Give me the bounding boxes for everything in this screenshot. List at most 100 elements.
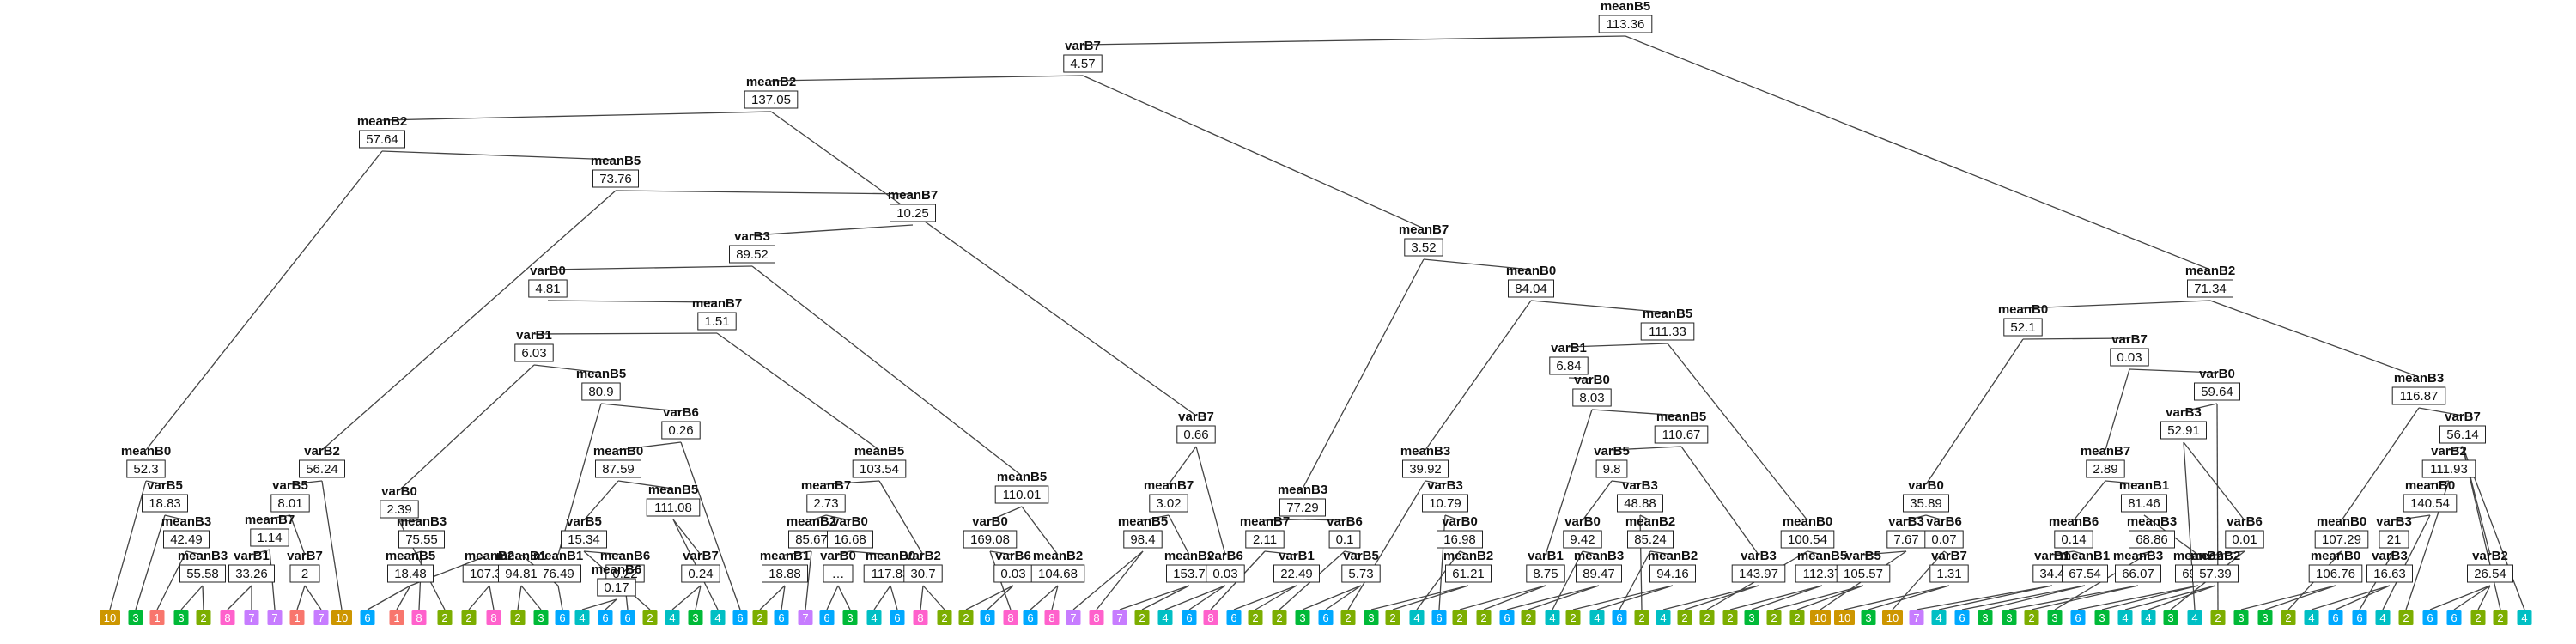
split-value-box — [2467, 564, 2513, 583]
leaf-box — [1861, 610, 1876, 625]
tree-edge — [1667, 343, 1808, 521]
split-threshold: 107.29 — [2322, 532, 2361, 547]
tree-edge — [583, 550, 626, 556]
leaf-class-label: 4 — [579, 611, 585, 624]
leaf-box — [2375, 610, 2391, 625]
tree-edge — [716, 332, 880, 451]
leaf-box — [486, 610, 501, 625]
split-variable: varB1 — [234, 549, 270, 563]
split-threshold: 3.52 — [1411, 240, 1436, 255]
split-node: varB0… — [820, 549, 856, 583]
leaf-node: 2 — [1634, 610, 1649, 625]
tree-edge — [2209, 300, 2420, 378]
leaf-class-label: 2 — [1456, 611, 1462, 624]
leaf-class-label: 6 — [984, 611, 990, 624]
leaf-class-label: 6 — [559, 611, 565, 624]
leaf-edge — [135, 514, 166, 611]
leaf-class-label: 4 — [2521, 611, 2527, 624]
split-value-box — [1617, 494, 1663, 513]
leaf-class-label: 2 — [1727, 611, 1733, 624]
split-value-box — [2225, 530, 2264, 549]
split-value-box — [2421, 459, 2476, 478]
leaf-node: 4 — [2375, 610, 2391, 625]
split-threshold: 137.05 — [751, 93, 791, 107]
leaf-class-label: 7 — [1116, 611, 1122, 624]
split-value-box — [2439, 425, 2486, 444]
split-variable: varB2 — [304, 444, 340, 459]
split-threshold: 89.47 — [1583, 567, 1615, 581]
leaf-box — [313, 610, 329, 625]
split-value-box — [890, 204, 936, 222]
split-variable: meanB7 — [245, 513, 295, 527]
split-variable: meanB6 — [600, 549, 650, 563]
split-variable: meanB2 — [746, 75, 796, 89]
leaf-node: 3 — [2094, 610, 2110, 625]
leaf-class-label: 6 — [1186, 611, 1192, 624]
leaf-edge — [1096, 550, 1144, 611]
split-threshold: 81.46 — [2128, 496, 2160, 511]
split-value-box — [1445, 564, 1492, 583]
split-variable: varB3 — [1427, 478, 1463, 493]
split-value-box — [2314, 530, 2369, 549]
split-variable: meanB3 — [1400, 444, 1450, 459]
split-threshold: 0.22 — [612, 567, 637, 581]
leaf-class-label: 8 — [1093, 611, 1099, 624]
leaf-class-label: 7 — [1070, 611, 1076, 624]
split-value-box — [299, 459, 345, 478]
split-node: meanB6 0.22 — [600, 549, 650, 583]
split-threshold: 57.39 — [2199, 567, 2232, 581]
leaf-node: 10 — [1834, 610, 1855, 625]
leaf-node: 3 — [173, 610, 189, 625]
leaf-node: 2 — [1677, 610, 1692, 625]
leaf-class-label: 7 — [271, 611, 277, 624]
split-value-box — [1549, 356, 1589, 375]
leaf-node: 7 — [1066, 610, 1081, 625]
split-variable: meanB0 — [1998, 302, 2048, 317]
split-value-box — [2121, 494, 2167, 513]
split-value-box — [806, 494, 846, 513]
leaf-box — [1909, 610, 1924, 625]
split-variable: meanB2 — [465, 549, 514, 563]
leaf-edge — [581, 598, 617, 611]
leaf-class-label: 2 — [2285, 611, 2291, 624]
leaf-node: 6 — [2070, 610, 2086, 625]
leaf-box — [2446, 610, 2462, 625]
leaf-box — [1656, 610, 1671, 625]
leaf-edge — [520, 585, 542, 611]
split-variable: varB5 — [1594, 444, 1630, 459]
tree-edge — [1591, 409, 1682, 416]
split-variable: meanB3 — [1278, 483, 1327, 497]
split-value-box — [1731, 564, 1786, 583]
leaf-class-label: 2 — [941, 611, 947, 624]
tree-edge — [1425, 480, 1446, 485]
split-value-box — [823, 564, 854, 583]
split-variable: meanB0 — [866, 549, 915, 563]
leaf-class-label: 3 — [178, 611, 184, 624]
split-threshold: 85.24 — [1634, 532, 1667, 547]
split-value-box — [2003, 318, 2043, 337]
leaf-edge — [1072, 550, 1144, 611]
split-threshold: 75.55 — [405, 532, 438, 547]
split-threshold: 57.64 — [366, 132, 398, 147]
split-value-box — [2129, 530, 2175, 549]
leaf-class-label: 4 — [2379, 611, 2385, 624]
leaf-node: 2 — [1385, 610, 1400, 625]
leaf-node: 3 — [128, 610, 143, 625]
tree-edge — [1611, 446, 1682, 451]
leaf-class-label: 2 — [1276, 611, 1282, 624]
split-value-box — [697, 312, 737, 331]
leaf-node: 3 — [2047, 610, 2063, 625]
tree-edge — [1302, 519, 1346, 521]
leaf-node: 6 — [1023, 610, 1038, 625]
split-threshold: 113.36 — [1607, 17, 1645, 32]
split-value-box — [744, 90, 799, 109]
